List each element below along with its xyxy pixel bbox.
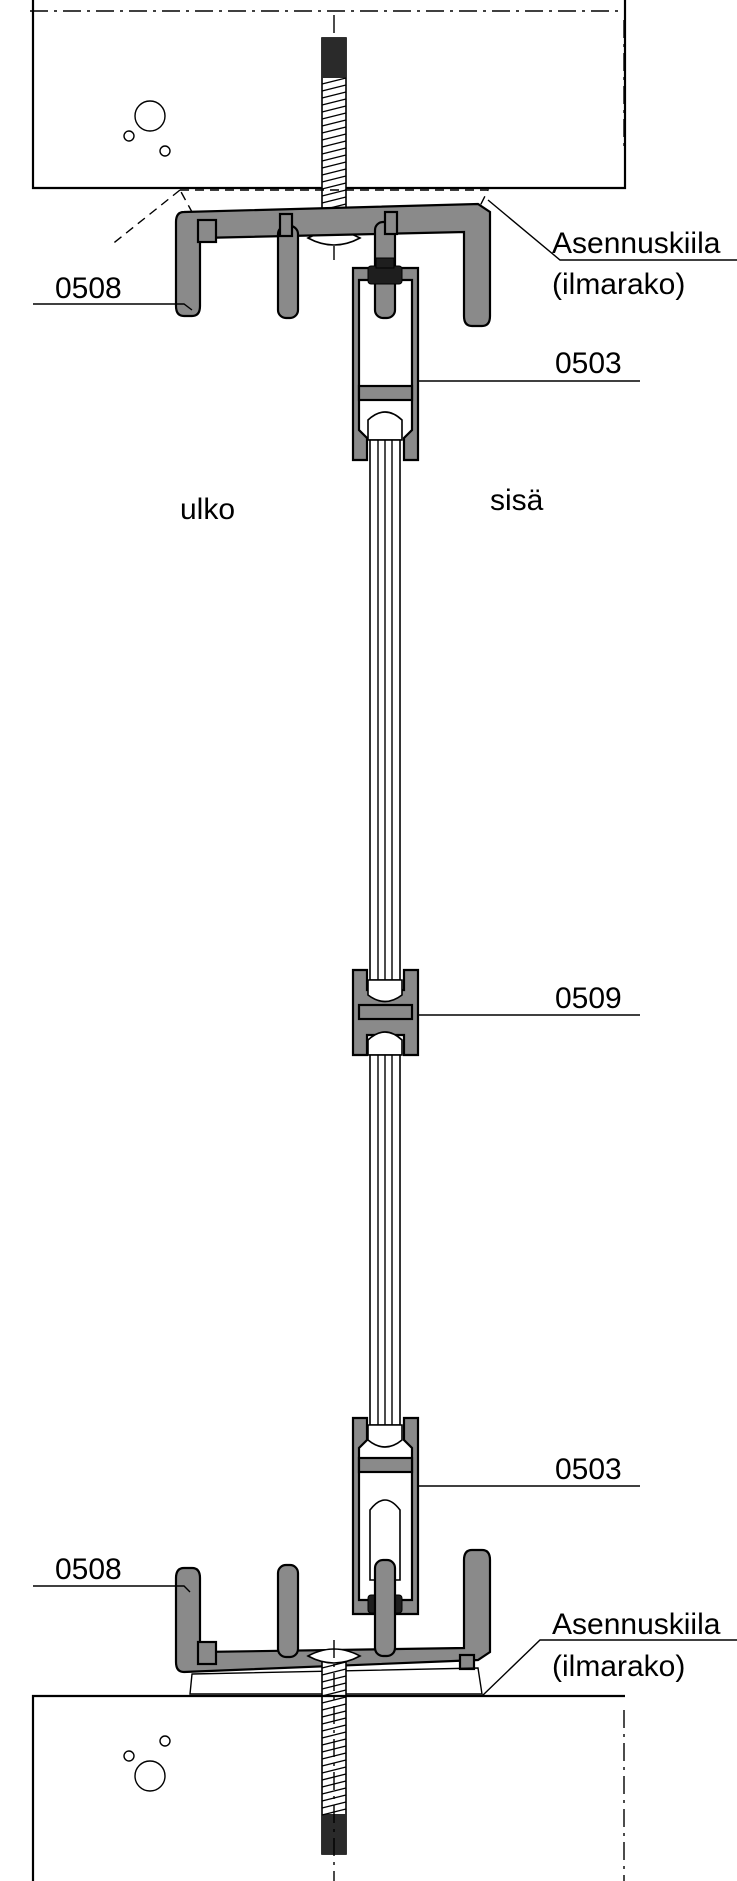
bottom-concrete-slab <box>31 1694 625 1881</box>
label-bottom-frame: 0508 <box>55 1553 122 1586</box>
label-middle: 0509 <box>555 982 622 1015</box>
upper-glass-panel <box>369 439 401 981</box>
middle-profile-0509 <box>351 968 420 1057</box>
leader-lines <box>33 199 737 1697</box>
label-inside: sisä <box>490 484 544 517</box>
lower-glass-panel <box>369 1054 401 1426</box>
bottom-frame-profile-0508 <box>174 1548 492 1674</box>
label-top-frame: 0508 <box>55 272 122 305</box>
top-screw <box>306 37 362 246</box>
top-frame-profile-0508 <box>174 202 492 328</box>
bottom-screw <box>306 1640 362 1881</box>
label-outside: ulko <box>180 493 235 526</box>
label-wedge-top-1: Asennuskiila <box>552 227 721 260</box>
label-wedge-bottom-1: Asennuskiila <box>552 1608 721 1641</box>
label-bottom-sash: 0503 <box>555 1453 622 1486</box>
bottom-wedge <box>189 1667 483 1695</box>
label-top-sash: 0503 <box>555 347 622 380</box>
label-wedge-top-2: (ilmarako) <box>552 268 685 301</box>
label-wedge-bottom-2: (ilmarako) <box>552 1650 685 1683</box>
top-sash-profile-0503 <box>351 257 420 462</box>
